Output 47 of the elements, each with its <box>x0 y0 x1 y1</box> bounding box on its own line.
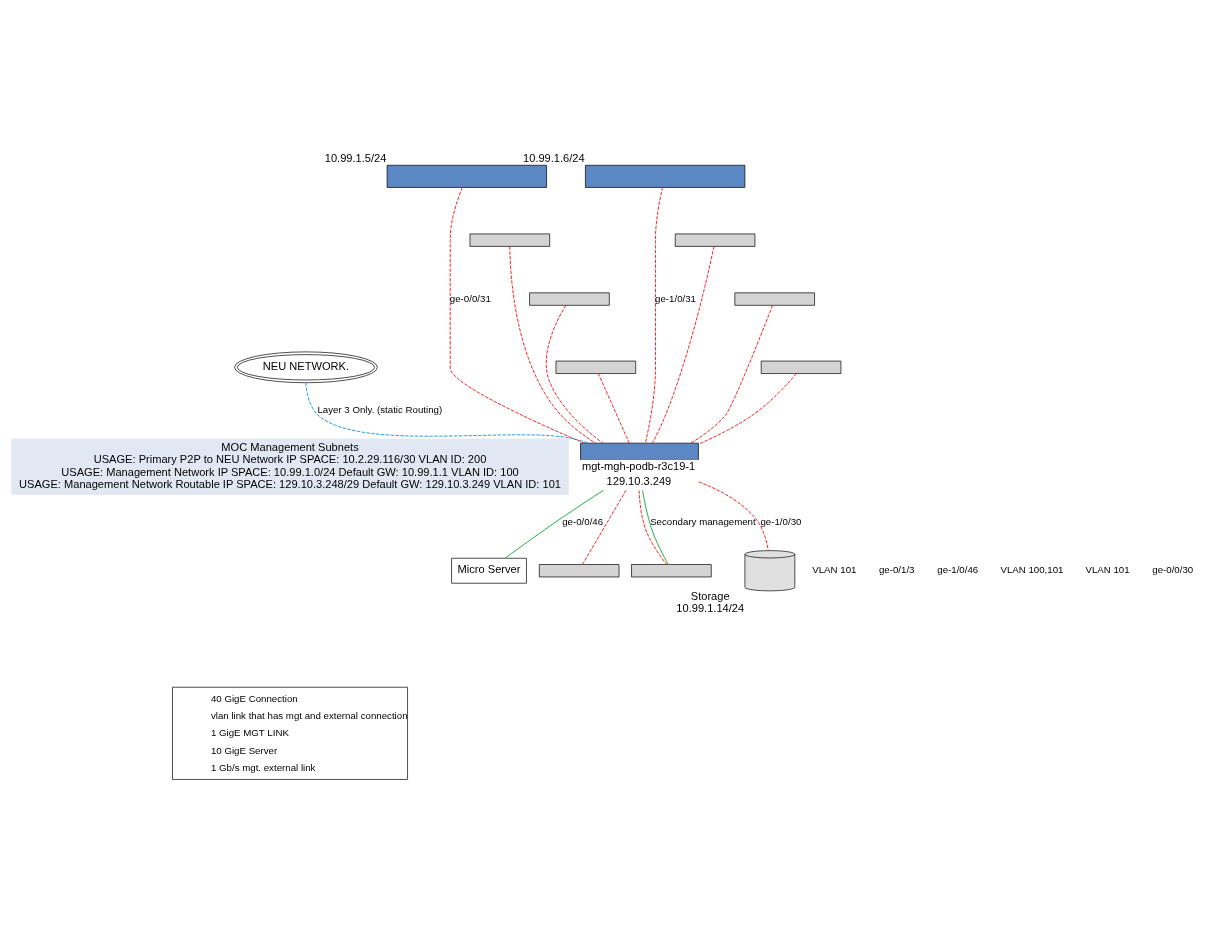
connector <box>545 304 604 444</box>
node-label: 10.99.1.14/24 <box>676 602 745 615</box>
node-label: mgt-mgh-podb-r3c19-1 <box>581 460 696 473</box>
edge-label: ge-1/0/30 <box>760 516 802 528</box>
node-box <box>631 564 712 578</box>
node-box <box>386 164 547 188</box>
connector <box>690 305 773 444</box>
label: ge-0/0/30 <box>1152 564 1194 576</box>
label: ge-0/1/3 <box>878 564 915 576</box>
connector <box>449 187 585 444</box>
label: VLAN 100,101 <box>1000 564 1064 576</box>
edge-label: Layer 3 Only. (static Routing) <box>317 404 443 416</box>
edge-label: ge-1/0/31 <box>655 292 697 304</box>
node-box <box>555 360 637 374</box>
legend-label: 1 GigE MGT LINK <box>210 727 289 739</box>
edge-label: ge-0/0/46 <box>562 516 604 528</box>
edge-label: Secondary management <box>650 516 756 528</box>
connector <box>509 246 596 444</box>
legend-label: 40 GigE Connection <box>210 692 298 704</box>
node-box <box>538 564 620 578</box>
legend-label: 1 Gb/s mgt. external link <box>210 761 316 773</box>
node-label: 10.99.1.6/24 <box>523 151 585 164</box>
connector <box>651 245 715 444</box>
node-label: 10.99.1.5/24 <box>324 151 387 164</box>
legend-label: 10 GigE Server <box>210 744 278 756</box>
node-box <box>734 292 815 306</box>
node-box <box>585 164 746 188</box>
connector <box>698 373 797 445</box>
node-box <box>760 360 842 374</box>
legend-label: vlan link that has mgt and external connection <box>210 709 408 721</box>
connector <box>597 373 630 444</box>
label: VLAN 101 <box>1085 564 1130 576</box>
label: ge-1/0/46 <box>937 564 979 576</box>
node-box <box>674 233 756 247</box>
node-label: 129.10.3.249 <box>606 475 672 488</box>
label: VLAN 101 <box>812 564 857 576</box>
connector <box>582 489 627 565</box>
node-box <box>529 292 610 306</box>
node-box: Micro Server <box>451 557 527 584</box>
connector <box>698 481 769 552</box>
node-box <box>469 233 551 247</box>
connector <box>305 382 589 444</box>
node-box: MOC Management Subnets USAGE: Primary P2P to NEU Network IP SPACE: 10.2.29.116/30 VLAN ID: 200 USAGE: Management Network IP SPACE: 10.99.1.0/24 Default GW: 10.99.1.1 VLAN ID: 100 USAGE: Management Network Routable IP SPACE: 129.10.3.248/29 Default GW: 129.10.3.249 VLAN ID: 101 <box>11 438 569 495</box>
connector <box>644 187 663 444</box>
edge-label: ge-0/0/31 <box>449 292 491 304</box>
node-label: Storage <box>690 589 730 602</box>
connector <box>504 489 604 559</box>
